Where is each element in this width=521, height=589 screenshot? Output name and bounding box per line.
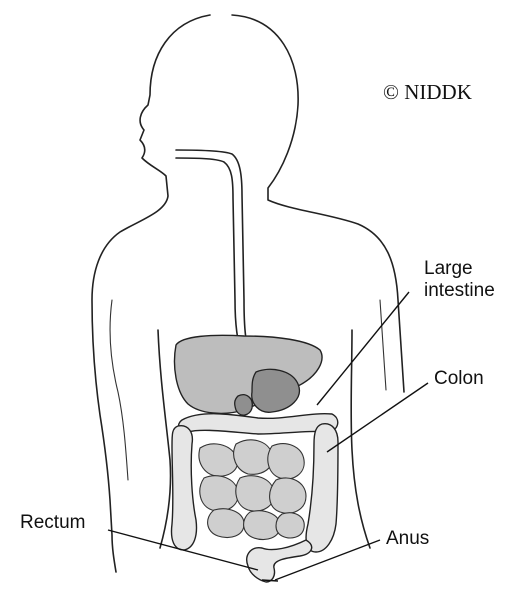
anus-leader-lower bbox=[262, 580, 278, 581]
esophagus-inner bbox=[176, 158, 242, 355]
label-colon: Colon bbox=[434, 368, 484, 390]
right-arm-outline bbox=[380, 300, 386, 390]
stomach bbox=[252, 369, 300, 412]
gallbladder bbox=[235, 395, 253, 415]
label-rectum: Rectum bbox=[20, 512, 85, 534]
descending-colon bbox=[306, 424, 338, 552]
label-large-intestine-line1: Large bbox=[424, 258, 495, 280]
copyright-credit: © NIDDK bbox=[383, 80, 472, 105]
label-large-intestine: Large intestine bbox=[424, 258, 495, 302]
small-intestine bbox=[199, 440, 306, 540]
body-outline-right bbox=[232, 15, 404, 392]
label-large-intestine-line2: intestine bbox=[424, 280, 495, 302]
esophagus bbox=[176, 150, 250, 355]
torso-left bbox=[158, 330, 171, 548]
ascending-colon bbox=[172, 426, 197, 550]
torso-right bbox=[351, 330, 370, 548]
transverse-colon bbox=[179, 414, 338, 434]
label-anus: Anus bbox=[386, 528, 429, 550]
large-intestine-leader bbox=[317, 292, 409, 405]
left-arm-outline bbox=[110, 300, 128, 480]
rectum bbox=[247, 540, 312, 582]
colon-leader bbox=[327, 383, 428, 452]
